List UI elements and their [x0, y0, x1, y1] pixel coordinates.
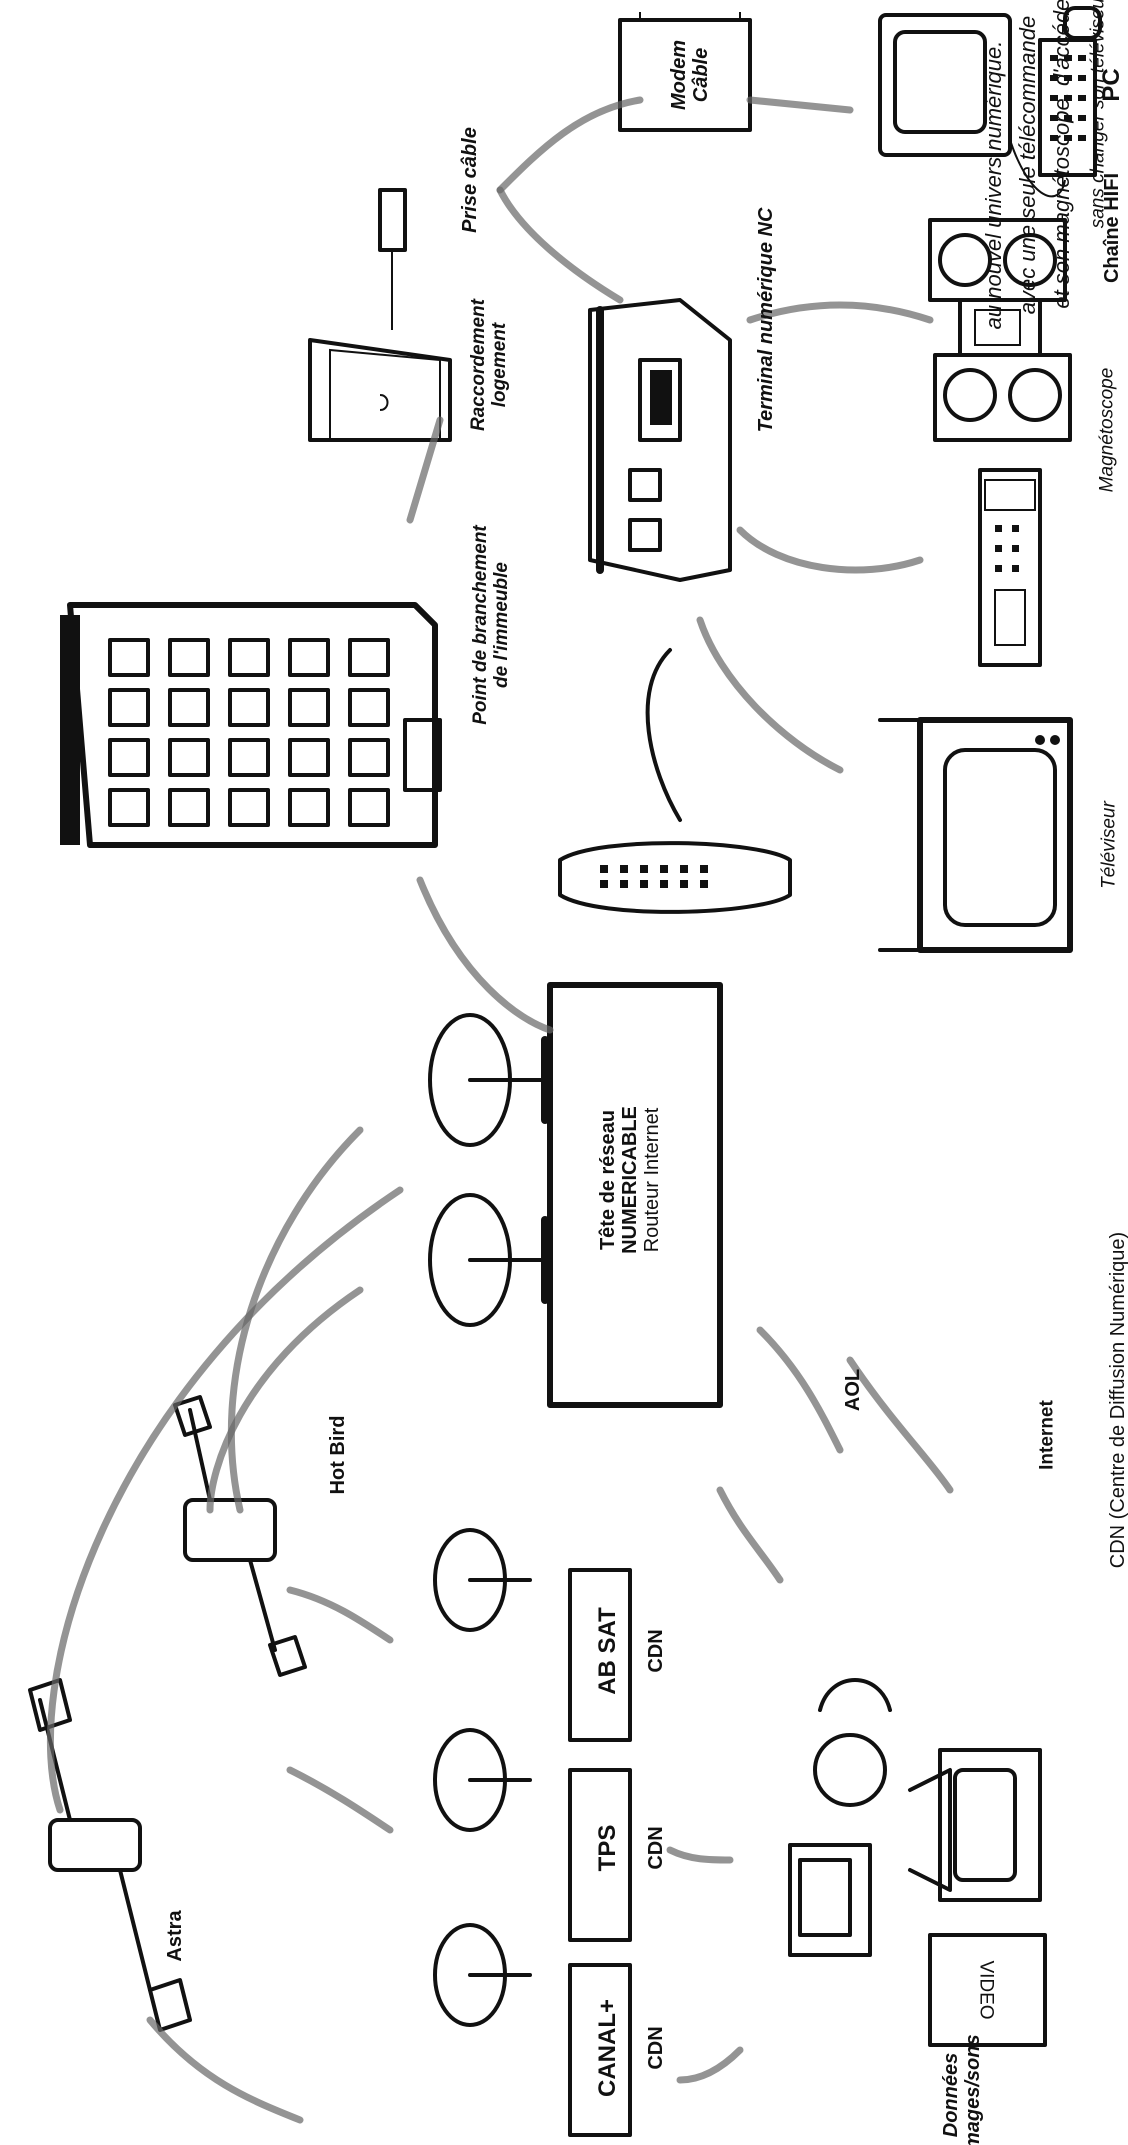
- label-tete-reseau-line1: Tête de réseau: [597, 1106, 619, 1254]
- label-internet: Internet: [1038, 1400, 1059, 1470]
- prise-cable-icon: [380, 190, 405, 330]
- label-canal-plus: CANAL+: [595, 1999, 621, 2097]
- label-magnetoscope: Magnétoscope: [1098, 368, 1119, 493]
- label-modem-line1: Modem: [668, 40, 690, 110]
- dish-icon: [430, 1015, 550, 1145]
- label-tete-reseau: Tête de réseau NUMERICABLE Routeur Inter…: [597, 1106, 663, 1254]
- label-astra: Astra: [164, 1910, 186, 1961]
- label-chaine-hifi: Chaîne HIFI: [1101, 173, 1123, 283]
- astra-satellite-icon: [30, 1680, 190, 2030]
- label-ab-sat: AB SAT: [595, 1607, 621, 1695]
- label-donnees-line1: Données: [940, 2034, 962, 2145]
- label-donnees: Données Images/sons: [940, 2034, 984, 2145]
- intro-line-4: au nouvel univers numérique.: [982, 41, 1006, 330]
- label-aol: AOL: [842, 1369, 864, 1411]
- hot-bird-satellite-icon: [175, 1397, 305, 1675]
- intro-line-2: et son magnétoscope, d'accéder: [1050, 0, 1074, 309]
- label-cdn-absat: CDN: [645, 1629, 667, 1672]
- label-point-branchement-line2: de l'immeuble: [492, 525, 513, 725]
- intro-line-3: avec une seule télécommande: [1016, 16, 1040, 314]
- label-raccordement: Raccordement logement: [469, 299, 511, 431]
- label-tete-reseau-line3: Routeur Internet: [641, 1106, 663, 1254]
- label-modem-line2: Câble: [690, 40, 712, 110]
- label-tete-reseau-line2: NUMERICABLE: [619, 1106, 641, 1254]
- label-modem: Modem Câble: [668, 40, 712, 110]
- label-cdn-full: CDN (Centre de Diffusion Numérique): [1107, 1232, 1128, 1568]
- magnetoscope-icon: [980, 470, 1040, 665]
- label-pc: PC: [1099, 68, 1125, 101]
- label-tps: TPS: [595, 1825, 621, 1872]
- label-donnees-line2: Images/sons: [962, 2034, 984, 2145]
- building-icon: [60, 605, 440, 845]
- label-hot-bird: Hot Bird: [327, 1416, 349, 1495]
- raccordement-logement-icon: [310, 340, 450, 440]
- label-prise-cable: Prise câble: [459, 127, 481, 233]
- label-point-branchement-line1: Point de branchement: [471, 525, 492, 725]
- remote-control-icon: [560, 843, 790, 912]
- label-televiseur: Téléviseur: [1100, 801, 1121, 889]
- terminal-nc-icon: [590, 300, 730, 580]
- label-terminal: Terminal numérique NC: [755, 208, 777, 433]
- dish-icon-2: [430, 1195, 550, 1325]
- label-point-branchement: Point de branchement de l'immeuble: [471, 525, 513, 725]
- label-cdn-canal: CDN: [645, 2026, 667, 2069]
- label-video: VIDEO: [975, 1960, 996, 2019]
- televiseur-icon: [880, 720, 1070, 950]
- label-raccordement-line1: Raccordement: [469, 299, 490, 431]
- label-raccordement-line2: logement: [490, 299, 511, 431]
- donnees-cluster-icon: [790, 1680, 1045, 2045]
- label-cdn-tps: CDN: [645, 1826, 667, 1869]
